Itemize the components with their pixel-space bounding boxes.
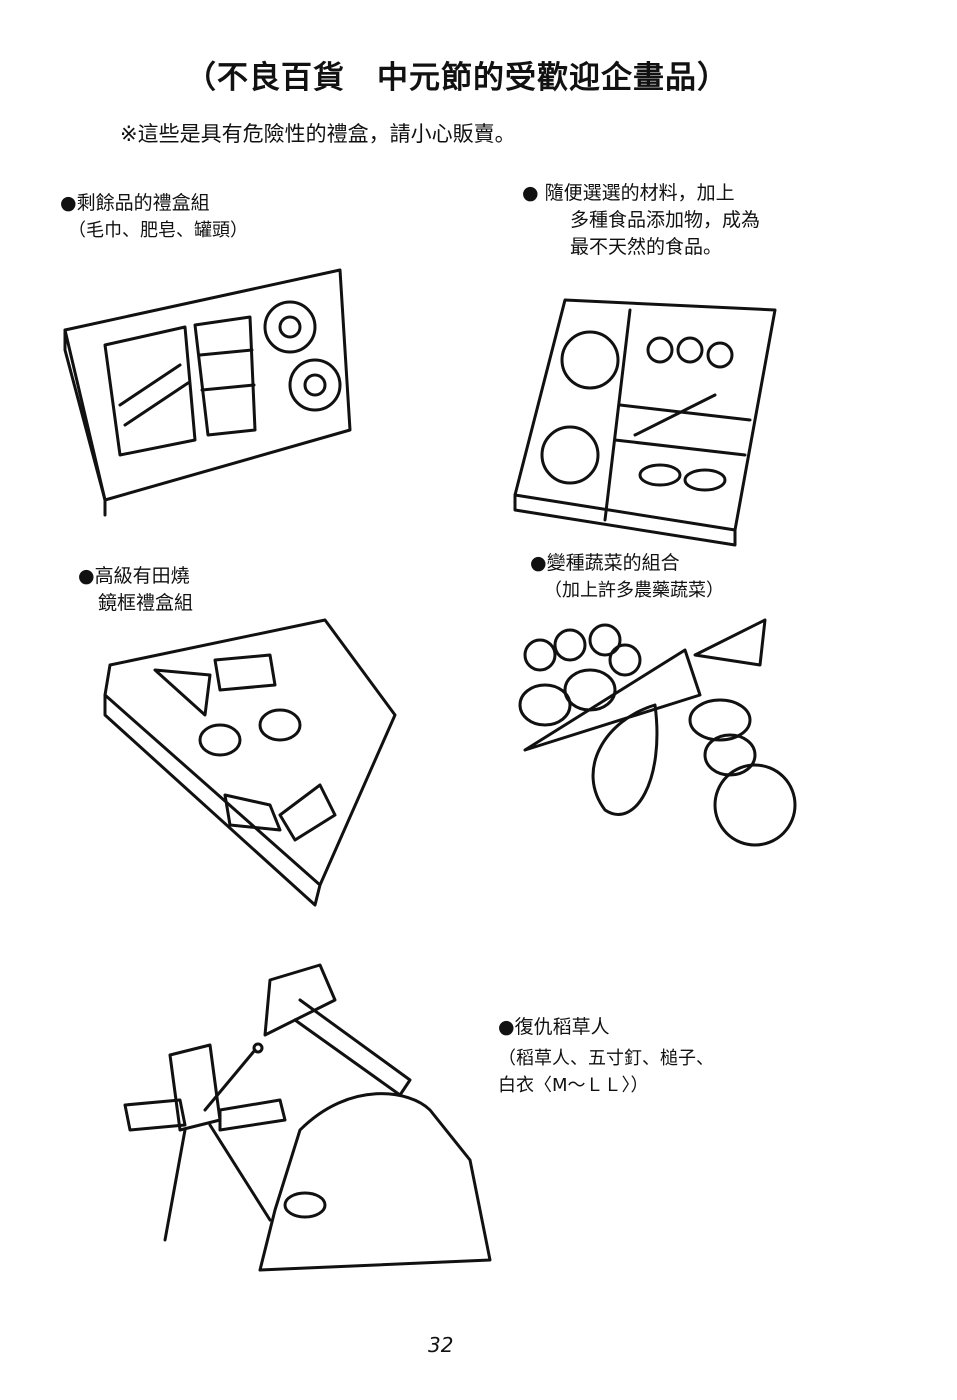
page-number: 32 — [428, 1333, 454, 1357]
item-detail: （毛巾、肥皂、罐頭） — [68, 220, 248, 241]
item-name: 變種蔬菜的組合 — [546, 552, 680, 574]
page-title: （不良百貨 中元節的受歡迎企畫品） — [185, 60, 729, 96]
bullet: ● — [498, 1016, 515, 1038]
item-name: 隨便選選的材料，加上 — [544, 182, 735, 204]
item-detail: 鏡框禮盒組 — [98, 592, 194, 614]
item-leftover-giftset-caption: ●剩餘品的禮盒組 （毛巾、肥皂、罐頭） — [60, 190, 248, 244]
leftover-giftbox-illustration — [63, 268, 352, 517]
item-detail: （稻草人、五寸釘、槌子、 — [498, 1048, 714, 1069]
item-detail: （加上許多農藥蔬菜） — [544, 580, 724, 601]
straw-doll-hammer-illustration — [123, 963, 492, 1272]
item-glasses-giftset-caption: ●高級有田燒 鏡框禮盒組 — [78, 563, 193, 617]
glasses-giftbox-illustration — [103, 618, 397, 907]
bullet: ● — [78, 565, 95, 587]
item-detail: 最不天然的食品。 — [570, 236, 723, 258]
item-detail: 多種食品添加物，成為 — [570, 209, 761, 231]
bullet: ● — [522, 182, 539, 204]
item-name: 剩餘品的禮盒組 — [76, 192, 210, 214]
vegetables-illustration — [518, 618, 797, 847]
item-mutant-vegetables-caption: ●變種蔬菜的組合 （加上許多農藥蔬菜） — [530, 550, 724, 604]
warning-note: ※這些是具有危險性的禮盒，請小心販賣。 — [120, 122, 516, 146]
item-revenge-straw-doll-caption: ●復仇稻草人 （稻草人、五寸釘、槌子、 白衣〈M～ＬＬ〉） — [498, 1014, 714, 1099]
item-name: 復仇稻草人 — [514, 1016, 610, 1038]
bento-box-illustration — [513, 298, 777, 547]
bullet: ● — [530, 552, 547, 574]
item-unnatural-food-caption: ● 隨便選選的材料，加上 多種食品添加物，成為 最不天然的食品。 — [522, 180, 760, 261]
bullet: ● — [60, 192, 77, 214]
item-detail: 白衣〈M～ＬＬ〉） — [498, 1075, 649, 1096]
item-name: 高級有田燒 — [94, 565, 190, 587]
